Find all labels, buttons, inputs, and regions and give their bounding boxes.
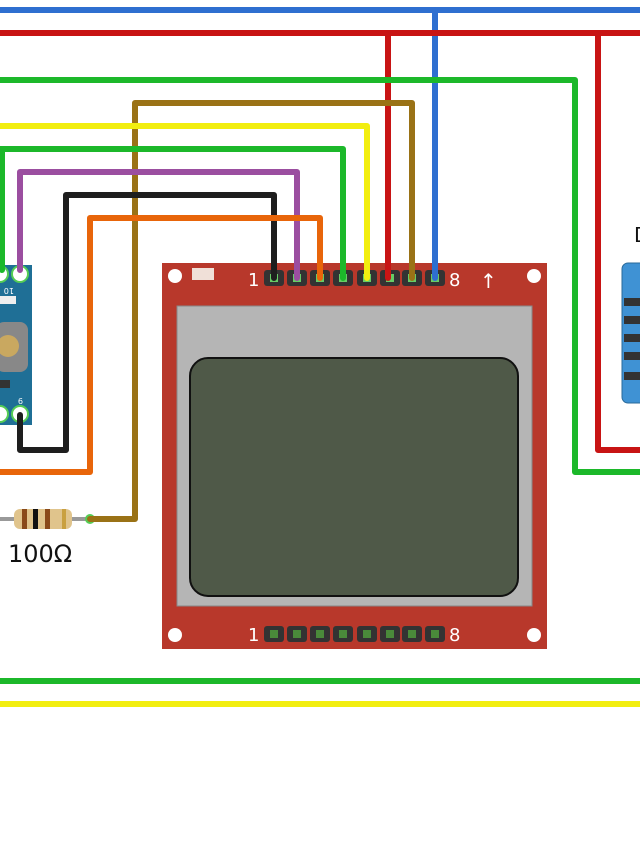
mount-hole (168, 269, 182, 283)
mount-hole (527, 628, 541, 642)
resistor-label: 100Ω (8, 540, 72, 568)
brown-wire (87, 100, 415, 522)
lcd-bottom-pin-last: 8 (449, 625, 460, 646)
sensor-label: D (634, 223, 640, 247)
mount-hole (527, 269, 541, 283)
dht-sensor: D (621, 223, 640, 404)
black-wire (17, 192, 277, 453)
pin-label-top: 10 (4, 286, 14, 295)
orange-wire (0, 215, 323, 475)
smd-component (192, 268, 214, 280)
lcd-module: 1 8 ↑ 1 8 (162, 263, 547, 649)
orientation-arrow: ↑ (480, 269, 497, 293)
left-button-module: 10 9 (0, 265, 32, 425)
lcd-bottom-pin-first: 1 (248, 625, 259, 646)
purple-wire (17, 169, 300, 281)
lcd-top-pin-last: 8 (449, 270, 460, 291)
red-wire (595, 30, 640, 453)
yellow-wire (0, 123, 370, 281)
green-wire (0, 77, 640, 475)
pin-label-bottom: 9 (18, 396, 23, 405)
green-wire (0, 146, 346, 281)
mount-hole (168, 628, 182, 642)
resistor: 100Ω (0, 509, 95, 568)
lcd-top-pin-first: 1 (248, 270, 259, 291)
lcd-screen (189, 357, 519, 597)
